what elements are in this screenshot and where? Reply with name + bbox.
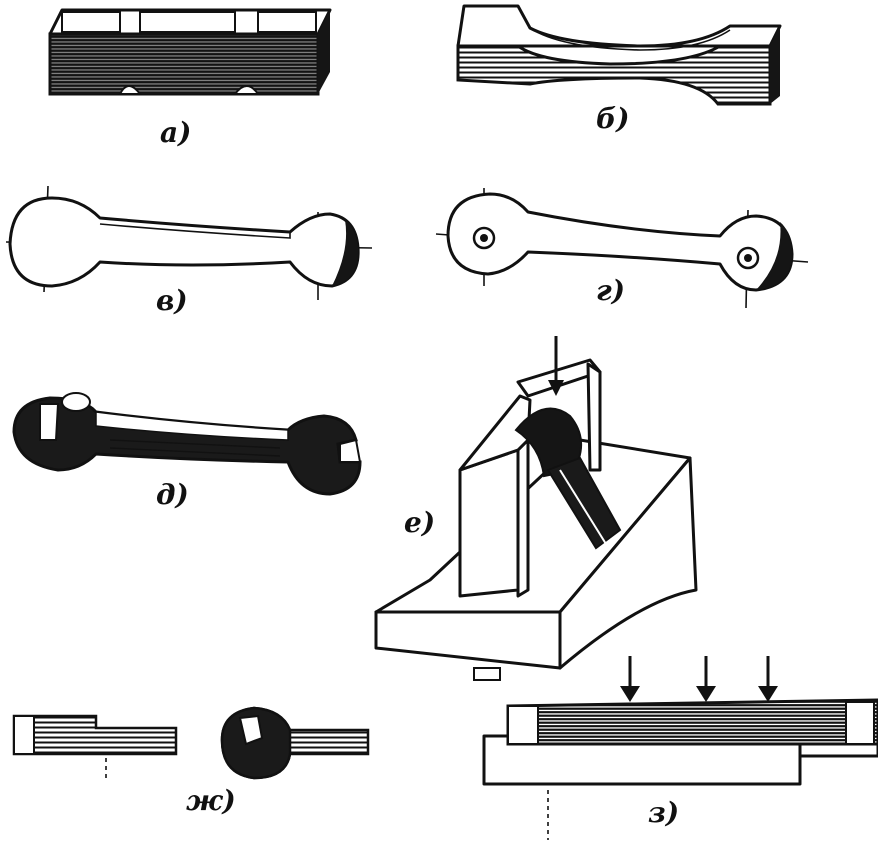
label-v: в) [156,284,188,317]
stage-zh-bent-ends [12,706,370,780]
stage-d-trimmed-wrench [12,392,362,496]
stage-b-drawn-bar [456,4,782,106]
stage-e-bending-die [374,336,698,681]
label-d: д) [156,478,189,511]
stage-a-notched-blank [48,8,332,96]
label-z: з) [648,796,679,829]
label-b: б) [596,102,629,135]
label-g: г) [596,274,625,307]
stage-g-pierced-blank [435,188,809,309]
stage-z-straightening [482,656,878,840]
label-e: е) [404,506,435,539]
stage-v-flat-blank [5,185,373,300]
label-zh: ж) [186,784,236,817]
label-a: а) [160,116,191,149]
